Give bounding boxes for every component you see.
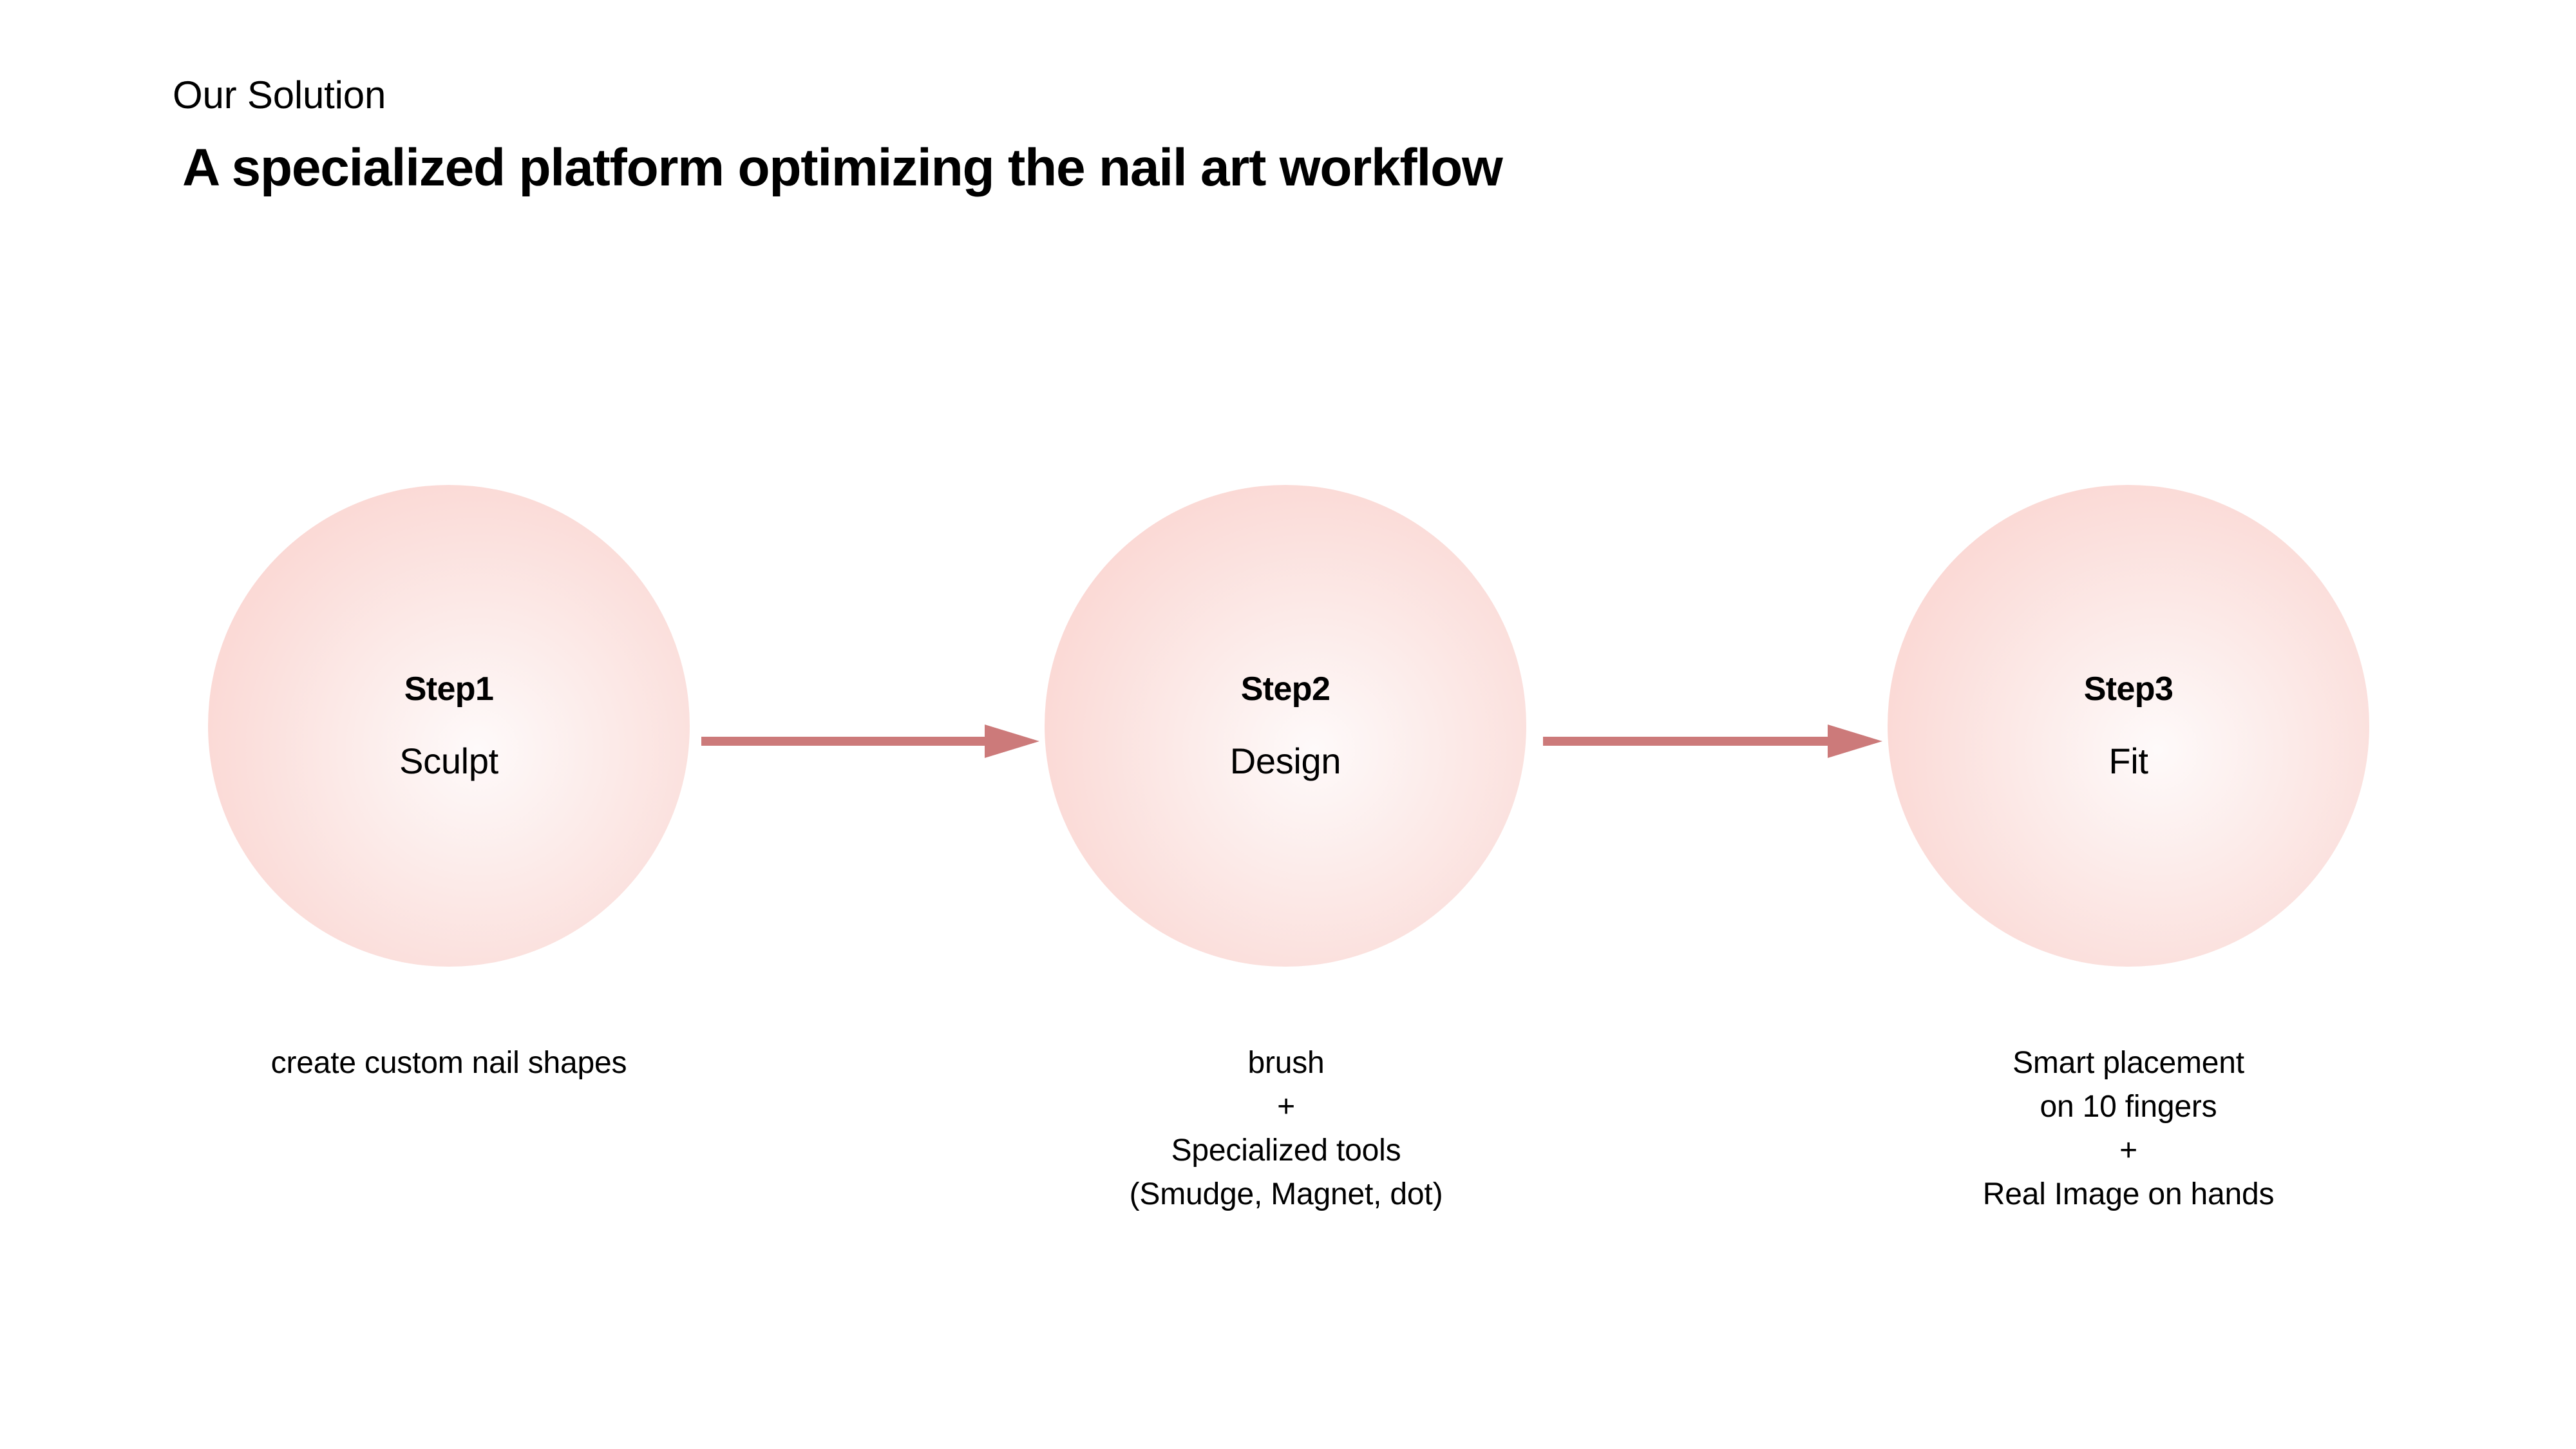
step-node-3[interactable]: Step3 Fit — [1888, 485, 2369, 967]
step-bubble-3-labels: Step3 Fit — [1888, 485, 2369, 967]
step-bubble-2-icon — [1045, 485, 1526, 967]
step-word-3: Fit — [2108, 741, 2148, 781]
step-bubble-1-icon — [208, 485, 690, 967]
page-title: A specialized platform optimizing the na… — [182, 138, 1503, 197]
arrow-step1-to-step2-icon — [701, 724, 1039, 758]
step-title-3: Step3 — [2083, 670, 2174, 708]
step-bubble-2-labels: Step2 Design — [1045, 485, 1526, 967]
section-eyebrow: Our Solution — [173, 73, 386, 117]
step-word-1: Sculpt — [399, 741, 498, 781]
step-word-2: Design — [1229, 741, 1341, 781]
step-bubble-3-icon — [1888, 485, 2369, 967]
step-title-2: Step2 — [1240, 670, 1331, 708]
step-bubble-1-labels: Step1 Sculpt — [208, 485, 690, 967]
step-caption-3: Smart placement on 10 fingers + Real Ima… — [1982, 1046, 2275, 1212]
step-node-2[interactable]: Step2 Design — [1045, 485, 1526, 967]
arrow-step2-to-step3-icon — [1543, 724, 1882, 758]
step-title-1: Step1 — [404, 670, 494, 708]
step-caption-2: brush + Specialized tools (Smudge, Magne… — [1129, 1046, 1443, 1212]
step-node-1[interactable]: Step1 Sculpt — [208, 485, 690, 967]
step-caption-1: create custom nail shapes — [270, 1046, 627, 1080]
page-header: Our Solution A specialized platform opti… — [173, 73, 1503, 197]
